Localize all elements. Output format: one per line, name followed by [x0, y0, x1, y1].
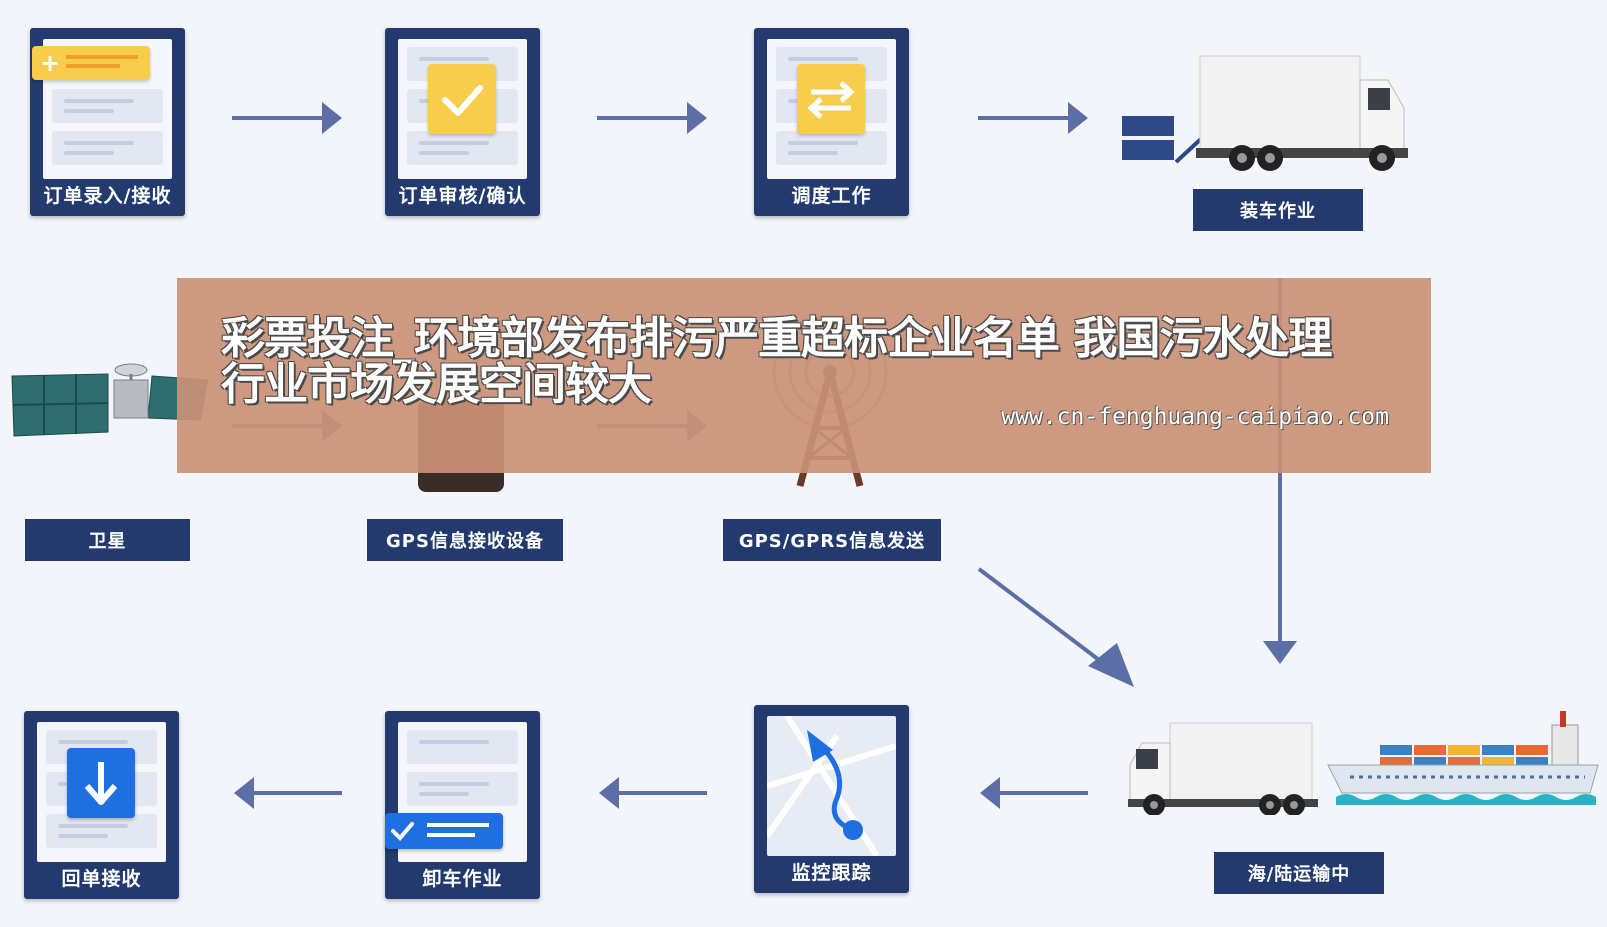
check-document-icon — [428, 64, 496, 134]
order-entry-label: 订单录入/接收 — [43, 185, 172, 207]
banner-url[interactable]: www.cn-fenghuang-caipiao.com — [1001, 404, 1389, 430]
in-transit-label: 海/陆运输中 — [1214, 852, 1384, 894]
truck-icon — [1122, 55, 1408, 171]
gps-receiver-label: GPS信息接收设备 — [367, 519, 563, 561]
card-order-review: 订单审核/确认 — [385, 28, 540, 216]
map-route-icon — [767, 716, 896, 856]
swap-document-icon — [797, 64, 865, 134]
order-review-label: 订单审核/确认 — [398, 185, 527, 207]
checked-document-icon — [385, 813, 503, 849]
arrow-left-3 — [980, 777, 1088, 809]
card-monitoring: 监控跟踪 — [754, 705, 909, 893]
arrow-left-1 — [234, 777, 342, 809]
satellite-icon — [11, 363, 209, 437]
card-unloading: 卸车作业 — [385, 711, 540, 899]
loading-label: 装车作业 — [1193, 189, 1363, 231]
banner-title: 彩票投注_环境部发布排污严重超标企业名单 我国污水处理行业市场发展空间较大 — [221, 313, 1332, 410]
truck-and-ship-icon — [1128, 711, 1599, 815]
gps-sender-label: GPS/GPRS信息发送 — [723, 519, 941, 561]
unloading-label: 卸车作业 — [422, 868, 503, 890]
arrow-diagonal — [977, 567, 1134, 687]
satellite-label: 卫星 — [25, 519, 190, 561]
arrow-right-3 — [978, 102, 1088, 134]
arrow-right-2 — [597, 102, 707, 134]
arrow-left-2 — [599, 777, 707, 809]
card-dispatch: 调度工作 — [754, 28, 909, 216]
arrow-right-1 — [232, 102, 342, 134]
dispatch-label: 调度工作 — [791, 185, 872, 207]
monitoring-label: 监控跟踪 — [791, 862, 872, 884]
receipt-label: 回单接收 — [61, 868, 142, 890]
download-document-icon — [67, 748, 135, 818]
card-receipt: 回单接收 — [24, 711, 179, 899]
add-document-icon: + — [32, 46, 150, 80]
card-order-entry: + 订单录入/接收 — [30, 28, 185, 216]
overlay-banner: 彩票投注_环境部发布排污严重超标企业名单 我国污水处理行业市场发展空间较大 ww… — [177, 278, 1431, 473]
